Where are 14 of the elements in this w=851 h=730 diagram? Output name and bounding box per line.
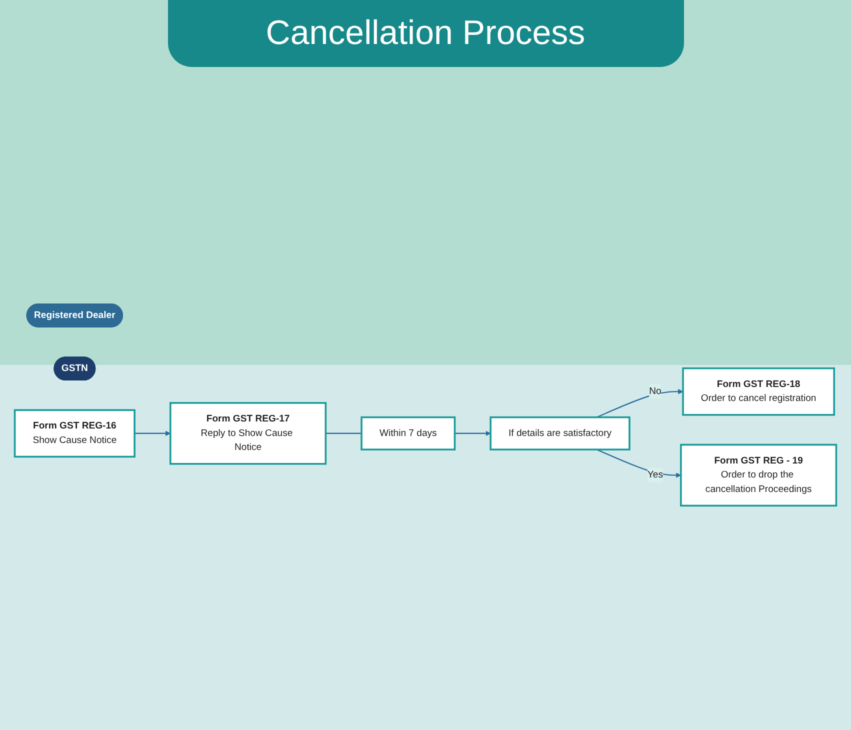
- title-banner: Cancellation Process: [168, 0, 684, 67]
- node-box: Form GST REG-18 Order to cancel registration: [682, 368, 836, 416]
- node-box: Within 7 days: [360, 416, 456, 451]
- node-box: If details are satisfactory: [490, 416, 630, 451]
- connector: [326, 433, 362, 434]
- node-box: Form GST REG - 19 Order to drop the cancellation Proceedings: [680, 444, 838, 507]
- node-box: Form GST REG-17 Reply to Show Cause Notice: [170, 402, 327, 466]
- arrow: [454, 431, 491, 436]
- node-box: Form GST REG-16 Show Cause Notice: [14, 409, 136, 458]
- arrow: [596, 449, 682, 478]
- arrow: [134, 431, 171, 436]
- edge-label: No: [649, 386, 662, 397]
- arrow: [596, 389, 684, 418]
- edge-label: Yes: [647, 470, 663, 480]
